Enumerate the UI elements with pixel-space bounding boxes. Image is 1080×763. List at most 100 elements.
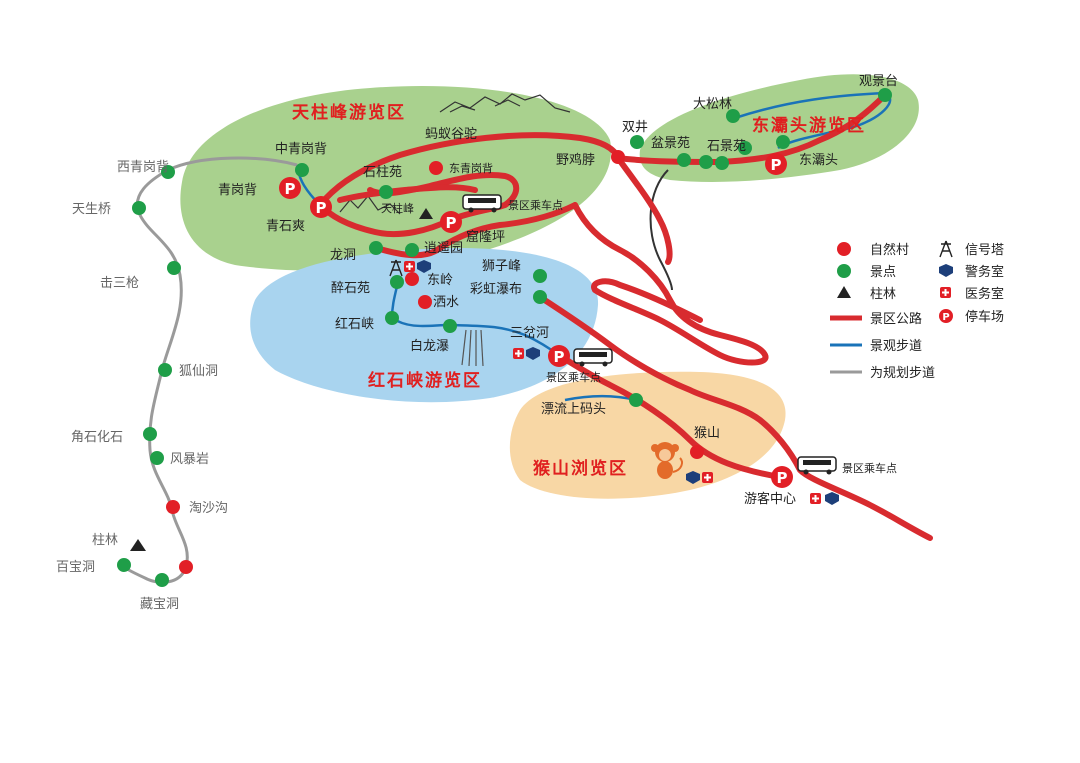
spot-bailongpu (443, 319, 457, 333)
label: 天柱峰 (381, 201, 414, 215)
spot-shizhuyuan (379, 185, 393, 199)
label: 野鸡脖 (556, 152, 595, 168)
medical-icon (810, 493, 821, 504)
stone-forest-icon (419, 208, 433, 219)
trail-hongshixia (391, 316, 561, 358)
zone-title-donghuatou: 东灞头游览区 (752, 115, 866, 136)
village-dongling (405, 272, 419, 286)
spot-caihongpubu (533, 290, 547, 304)
spot-shijing1 (699, 155, 713, 169)
spot-shizifeng (533, 269, 547, 283)
label: 天生桥 (72, 202, 111, 217)
svg-text:P: P (771, 156, 782, 174)
legend-police: 警务室 (965, 264, 1004, 280)
label: 东青岗背 (449, 161, 493, 175)
signal-tower-icon (939, 240, 953, 258)
label: 击三枪 (100, 275, 139, 291)
label: 蚂蚁谷驼 (425, 126, 477, 142)
spot-cangbaodong (155, 573, 169, 587)
spot-dasonglin (726, 109, 740, 123)
bus-icon (462, 194, 502, 213)
label: 景区乘车点 (508, 198, 563, 212)
donghuatou-zone (639, 74, 919, 182)
spot-shijing2 (715, 156, 729, 170)
village-sashui (418, 295, 432, 309)
police-icon (825, 492, 839, 505)
medical-icon (404, 261, 415, 272)
label: 淘沙沟 (189, 501, 228, 516)
spot-donghuatou2 (776, 135, 790, 149)
spot-jiaoshihuashi (143, 427, 157, 441)
label: 青石爽 (266, 219, 305, 234)
svg-text:P: P (446, 214, 457, 232)
label: 龙洞 (330, 248, 356, 263)
village-houshan (690, 445, 704, 459)
village-yejibo (611, 150, 625, 164)
label: 漂流上码头 (541, 401, 606, 417)
legend-medical: 医务室 (965, 286, 1004, 302)
label: 窟隆坪 (466, 229, 505, 245)
legend-village: 自然村 (870, 242, 909, 258)
stone-forest-icon (130, 539, 146, 551)
medical-icon (940, 287, 951, 298)
medical-icon (702, 472, 713, 483)
spot-zhongqinggangbei (295, 163, 309, 177)
label: 角石化石 (71, 430, 123, 445)
stone-forest-icon (837, 286, 851, 298)
spot-longdong (369, 241, 383, 255)
spot-piaoliu (629, 393, 643, 407)
police-icon (526, 347, 540, 360)
spot-donghuatou1 (738, 141, 752, 155)
spot-jisanqiang (167, 261, 181, 275)
spot-shuangjing (630, 135, 644, 149)
label: 游客中心 (744, 491, 796, 507)
legend-road: 景区公路 (870, 311, 922, 327)
spot-hongshixia (385, 311, 399, 325)
label: 景区乘车点 (546, 370, 601, 384)
svg-text:P: P (942, 312, 949, 323)
zone-title-hongshixia: 红石峡游览区 (368, 370, 482, 391)
label: 中青岗背 (275, 142, 327, 157)
waterfall-illustration (461, 329, 484, 367)
village-dongqinggangbei (429, 161, 443, 175)
spot-zuishiyuan (390, 275, 404, 289)
parking-sanchahe: P (548, 345, 570, 367)
label: 猴山 (694, 426, 720, 441)
spot-huxiandong (158, 363, 172, 377)
parking-qingshishuang: P (310, 196, 332, 218)
label: 景区乘车点 (842, 461, 897, 475)
svg-text:P: P (285, 180, 296, 198)
label: 东灞头 (799, 153, 838, 168)
police-icon (686, 471, 700, 484)
signal-tower-icon (389, 259, 403, 277)
legend-trail: 景观步道 (870, 339, 922, 354)
spot-xiaoyaoyuan (405, 243, 419, 257)
label: 风暴岩 (170, 452, 209, 467)
label: 石柱苑 (363, 165, 402, 180)
label: 狐仙洞 (179, 364, 218, 379)
svg-text:P: P (316, 199, 327, 217)
spot-tianshengqiao (132, 201, 146, 215)
village-cangbao (179, 560, 193, 574)
bus-icon (797, 456, 837, 475)
village-taoshagou (166, 500, 180, 514)
label: 双井 (622, 120, 648, 135)
label: 西青岗背 (117, 160, 169, 175)
label: 红石峡 (335, 316, 374, 332)
trail-donghuatou (734, 91, 892, 150)
label: 白龙瀑 (410, 338, 449, 354)
spot-fengbaoyan (150, 451, 164, 465)
label: 石景苑 (707, 139, 746, 154)
label: 彩虹瀑布 (470, 282, 522, 297)
parking-visitor: P (771, 466, 793, 488)
legend-scenic-spot: 景点 (870, 265, 896, 280)
zone-title-tianzhu: 天柱峰游览区 (292, 102, 406, 123)
label: 观景台 (859, 74, 898, 89)
label: 柱林 (92, 533, 118, 548)
legend-planned-trail: 为规划步道 (870, 366, 935, 381)
medical-icon (513, 348, 524, 359)
label: 逍遥园 (424, 241, 463, 256)
label: 三岔河 (510, 326, 549, 341)
planned-trail (121, 156, 298, 584)
svg-text:P: P (777, 469, 788, 487)
